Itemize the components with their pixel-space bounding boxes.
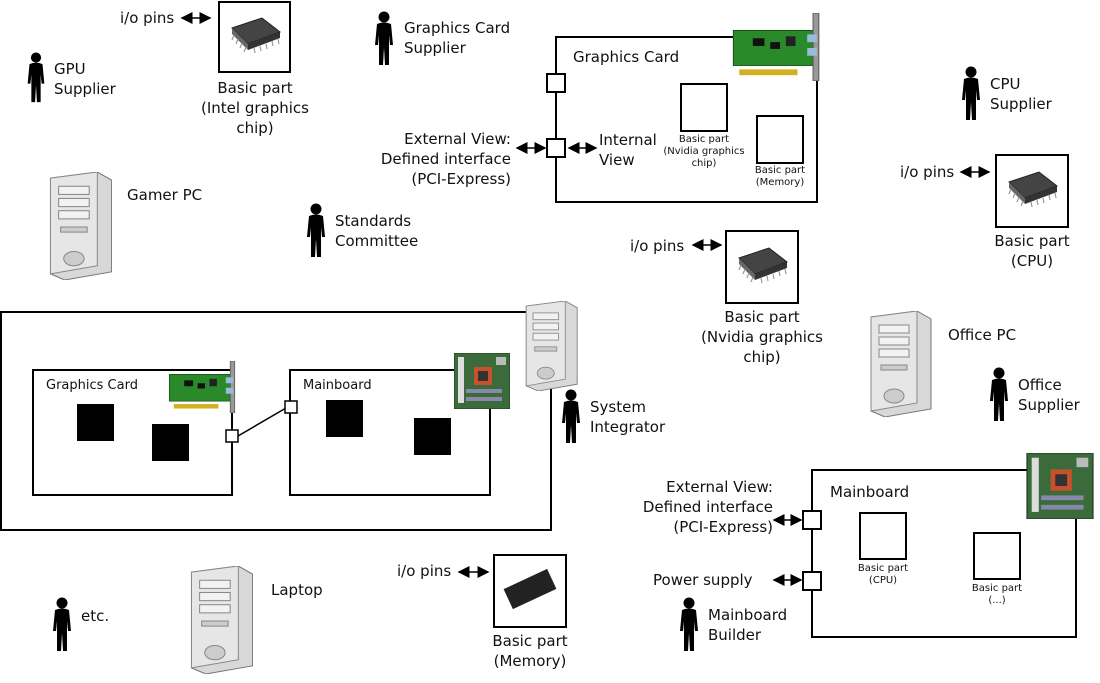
actor-gpu-supplier: GPU Supplier	[54, 60, 116, 98]
chip-box-memory	[493, 554, 567, 628]
person-icon-system-integrator	[562, 389, 580, 443]
person-icon-cpu-supplier	[962, 66, 980, 120]
pc-icon-laptop	[190, 566, 253, 674]
mainboard-external-view: External View: Defined interface (PCI-Ex…	[642, 478, 773, 536]
person-icon-standards-committee	[307, 203, 325, 257]
chip-label-intel: Basic part (Intel graphics chip)	[201, 79, 309, 137]
chip-box-cpu	[995, 154, 1069, 228]
system-graphics-card-label: Graphics Card	[46, 378, 138, 393]
actor-graphics-card-supplier: Graphics Card Supplier	[404, 19, 511, 57]
actor-standards-committee: Standards Committee	[335, 212, 419, 250]
part-label-memory: Basic part (Memory)	[754, 165, 806, 188]
person-icon-gpu-supplier	[27, 52, 45, 103]
system-mainboard-label: Mainboard	[303, 378, 372, 393]
port-mainboard-power	[802, 571, 822, 591]
chip-label-nvidia: Basic part (Nvidia graphics chip)	[701, 308, 823, 366]
actor-etc: etc.	[81, 607, 110, 625]
port-mainboard-pci	[802, 510, 822, 530]
person-icon-office-supplier	[990, 367, 1008, 421]
pc-icon-gamer	[49, 172, 112, 280]
mainboard-image	[1026, 453, 1094, 519]
graphics-card-internal-view: Internal View	[599, 131, 657, 169]
actor-system-integrator: System Integrator	[590, 398, 666, 436]
person-icon-etc	[53, 597, 71, 651]
system-integrator-box	[0, 301, 578, 531]
io-pins-label-cpu: i/o pins	[900, 163, 955, 181]
chip-label-cpu: Basic part (CPU)	[994, 232, 1070, 270]
person-icon-mainboard-builder	[680, 597, 698, 651]
port-graphics-card-pci	[546, 138, 566, 158]
part-label-nvidia: Basic part (Nvidia graphics chip)	[663, 134, 745, 169]
graphics-card-image	[732, 13, 820, 81]
io-pins-label-memory: i/o pins	[397, 562, 452, 580]
part-label-other: Basic part (...)	[971, 583, 1023, 606]
chip-box-nvidia	[725, 230, 799, 304]
graphics-card-external-view: External View: Defined interface (PCI-Ex…	[380, 130, 511, 188]
graphics-card-title: Graphics Card	[573, 48, 680, 66]
actor-cpu-supplier: CPU Supplier	[990, 75, 1052, 113]
mainboard-box	[802, 453, 1094, 638]
actor-office-supplier: Office Supplier	[1018, 376, 1080, 414]
io-pins-label-nvidia: i/o pins	[630, 237, 685, 255]
io-pins-label-intel: i/o pins	[120, 9, 175, 27]
chip-box-intel	[218, 1, 291, 73]
arrows	[180, 12, 991, 586]
mainboard-title: Mainboard	[830, 483, 910, 501]
pc-label-office: Office PC	[948, 326, 1017, 344]
mainboard-power-supply: Power supply	[653, 571, 753, 589]
pc-label-laptop: Laptop	[271, 581, 323, 599]
port-graphics-card-1	[546, 73, 566, 93]
chip-label-memory: Basic part (Memory)	[492, 632, 568, 670]
part-label-cpu: Basic part (CPU)	[857, 563, 909, 586]
graphics-card-box	[546, 13, 820, 203]
person-icon-graphics-card-supplier	[375, 11, 393, 65]
actor-mainboard-builder: Mainboard Builder	[708, 606, 788, 644]
pc-icon-office	[870, 311, 932, 417]
pc-label-gamer: Gamer PC	[127, 186, 203, 204]
